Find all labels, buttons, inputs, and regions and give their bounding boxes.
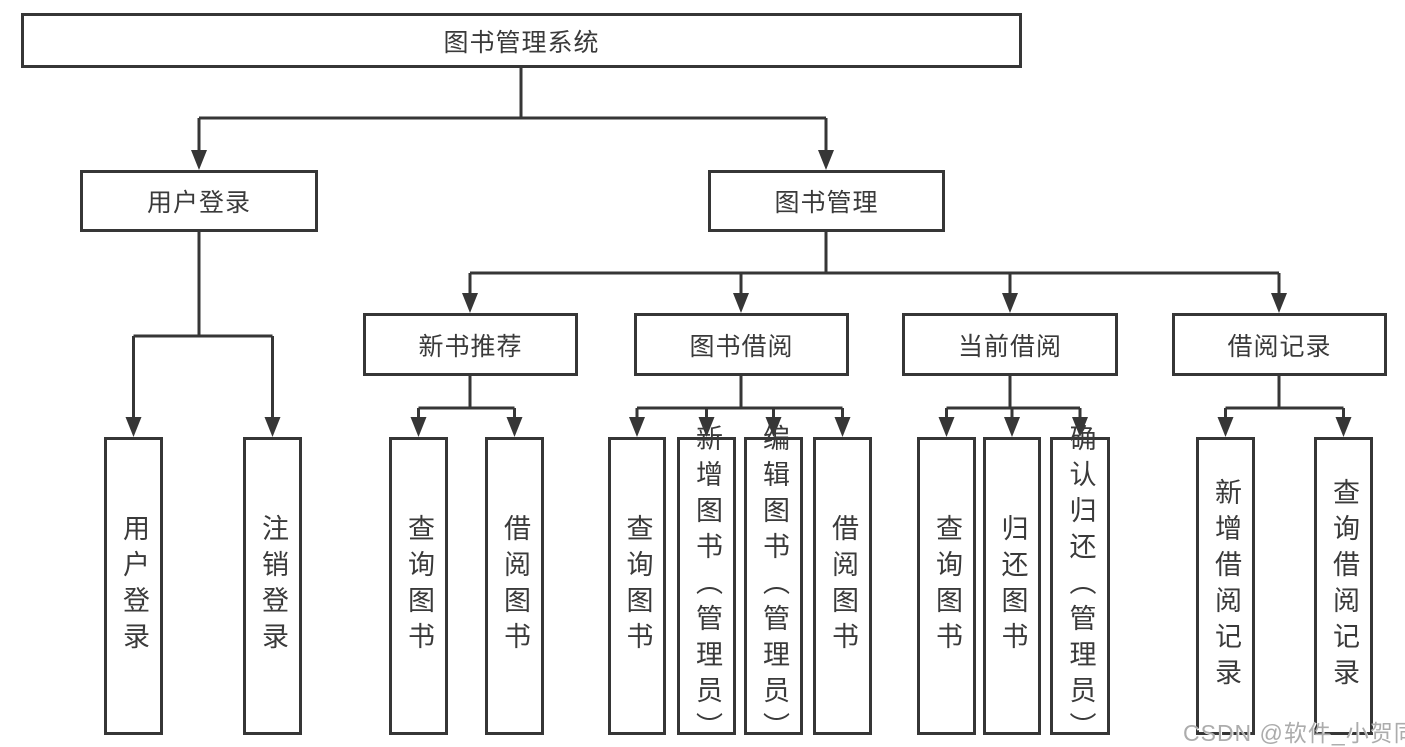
leaf-add-borrow-record-label: 新增借阅记录 — [1211, 478, 1241, 694]
node-root: 图书管理系统 — [21, 13, 1022, 68]
connector-lines — [132, 68, 1345, 419]
leaf-confirm-return-admin: 确认归还（管理员） — [1050, 424, 1110, 747]
node-book-borrow: 图书借阅 — [634, 313, 849, 376]
node-current-borrow: 当前借阅 — [902, 313, 1118, 376]
leaf-add-book-admin: 新增图书（管理员） — [677, 424, 736, 747]
leaf-user-login: 用户登录 — [104, 437, 163, 735]
leaf-add-book-admin-label: 新增图书（管理员） — [692, 424, 722, 747]
arrowhead-icons — [125, 150, 1352, 437]
leaf-borrow-book-2: 借阅图书 — [813, 437, 872, 735]
leaf-borrow-book-1-label: 借阅图书 — [500, 514, 530, 658]
leaf-query-book-2: 查询图书 — [608, 437, 666, 735]
leaf-query-borrow-record: 查询借阅记录 — [1314, 437, 1373, 735]
leaf-logout: 注销登录 — [243, 437, 302, 735]
node-user-login-label: 用户登录 — [146, 189, 251, 217]
leaf-query-book-1-label: 查询图书 — [404, 514, 434, 658]
node-current-borrow-label: 当前借阅 — [957, 332, 1062, 361]
leaf-edit-book-admin: 编辑图书（管理员） — [744, 424, 803, 747]
leaf-logout-label: 注销登录 — [258, 514, 288, 658]
leaf-query-book-2-label: 查询图书 — [622, 514, 653, 658]
node-new-book-recommend-label: 新书推荐 — [418, 332, 523, 361]
node-borrow-records: 借阅记录 — [1172, 313, 1387, 376]
leaf-user-login-label: 用户登录 — [119, 514, 149, 658]
node-book-borrow-label: 图书借阅 — [689, 332, 794, 361]
node-new-book-recommend: 新书推荐 — [363, 313, 578, 376]
leaf-query-book-3: 查询图书 — [917, 437, 976, 735]
leaf-query-book-1: 查询图书 — [389, 437, 448, 735]
leaf-return-book-label: 归还图书 — [997, 514, 1028, 658]
leaf-confirm-return-admin-label: 确认归还（管理员） — [1065, 424, 1096, 747]
node-borrow-records-label: 借阅记录 — [1227, 332, 1332, 361]
leaf-borrow-book-2-label: 借阅图书 — [828, 514, 858, 658]
node-user-login: 用户登录 — [80, 170, 318, 232]
node-root-label: 图书管理系统 — [443, 28, 600, 57]
csdn-watermark: CSDN @软件_小贺同学 — [1183, 720, 1405, 746]
leaf-edit-book-admin-label: 编辑图书（管理员） — [759, 424, 789, 747]
leaf-add-borrow-record: 新增借阅记录 — [1196, 437, 1255, 735]
leaf-query-borrow-record-label: 查询借阅记录 — [1329, 478, 1359, 694]
leaf-return-book: 归还图书 — [983, 437, 1041, 735]
leaf-query-book-3-label: 查询图书 — [932, 514, 962, 658]
leaf-borrow-book-1: 借阅图书 — [485, 437, 544, 735]
node-book-management: 图书管理 — [708, 170, 945, 232]
node-book-management-label: 图书管理 — [774, 189, 879, 217]
